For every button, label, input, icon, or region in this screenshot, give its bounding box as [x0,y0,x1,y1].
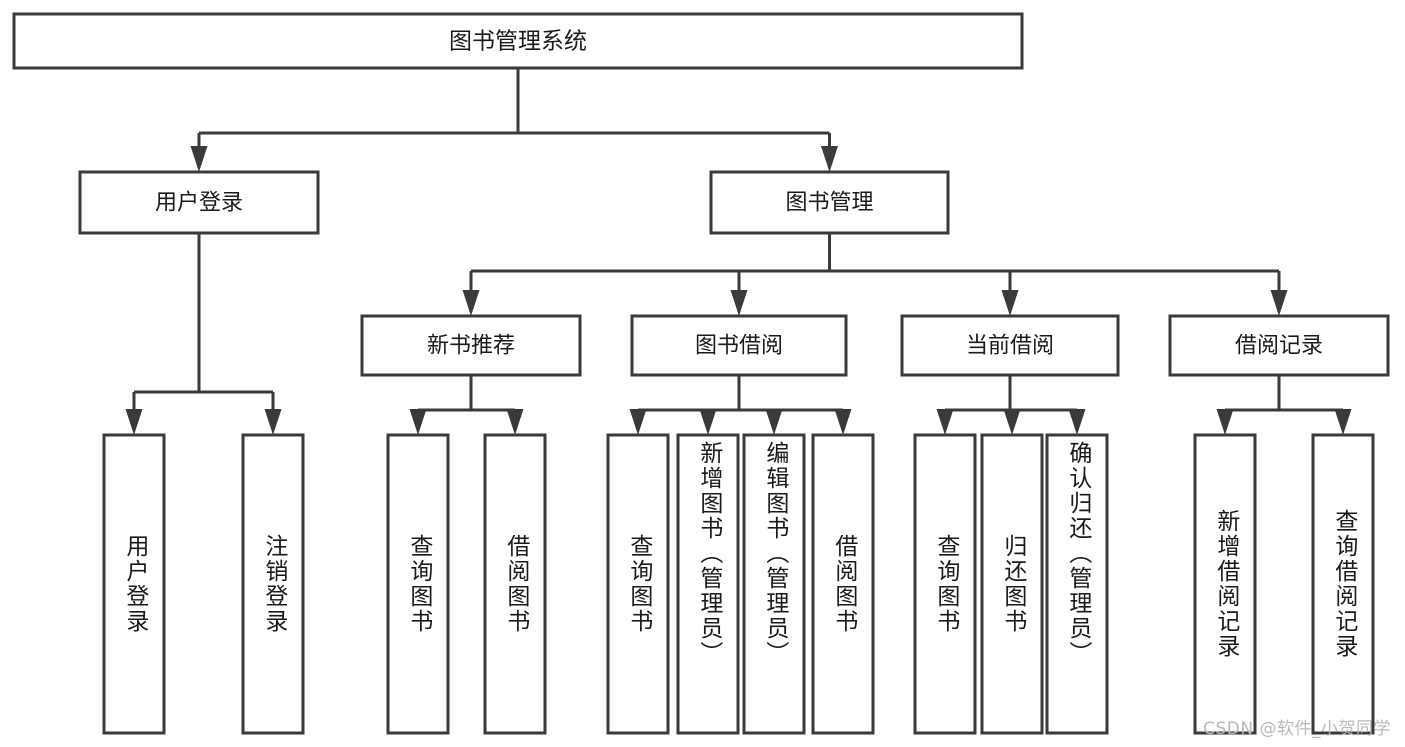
node-label-level3-2: 当前借阅 [966,334,1054,359]
node-box [1168,314,1390,377]
node-level2-1[interactable] [709,170,950,235]
node-leaf-3[interactable] [483,433,547,735]
node-leaf-10[interactable] [1045,433,1109,735]
node-box [1311,433,1375,735]
watermark-credit: CSDN @软件_小贺同学 [1203,719,1391,739]
arrow-head-icon [1003,409,1021,435]
node-level3-1[interactable] [630,314,848,377]
arrow-head-icon [125,409,143,435]
node-label-level3-3: 借阅记录 [1235,334,1323,359]
node-leaf-0[interactable] [102,433,166,735]
arrow-head-icon [1216,409,1234,435]
node-label-level2-0: 用户登录 [155,191,243,216]
node-box [980,433,1044,735]
node-box [78,170,320,235]
arrow-head-icon [1334,409,1352,435]
node-level2-0[interactable] [78,170,320,235]
arrow-head-icon [699,409,717,435]
node-box [386,433,450,735]
node-box [630,314,848,377]
connector-layer [125,68,1352,435]
node-root-0[interactable] [12,12,1024,70]
node-box [900,314,1120,377]
node-leaf-8[interactable] [913,433,977,735]
arrow-head-icon [409,409,427,435]
node-label-level2-1: 图书管理 [785,191,873,216]
node-leaf-1[interactable] [241,433,305,735]
node-label-level3-0: 新书推荐 [427,334,515,359]
node-box [676,433,740,735]
node-box [709,170,950,235]
node-box [913,433,977,735]
node-leaf-11[interactable] [1193,433,1257,735]
arrow-head-icon [821,146,838,172]
node-box-layer [12,12,1390,735]
node-leaf-12[interactable] [1311,433,1375,735]
arrow-head-icon [629,409,647,435]
arrow-head-icon [765,409,783,435]
node-box [483,433,547,735]
node-box [102,433,166,735]
node-leaf-2[interactable] [386,433,450,735]
node-box [606,433,670,735]
arrow-head-icon [1270,290,1288,316]
arrow-head-icon [936,409,954,435]
node-label-level3-1: 图书借阅 [695,334,783,359]
arrow-head-icon [506,409,524,435]
arrow-head-icon [834,409,852,435]
node-box [12,12,1024,70]
node-box [1045,433,1109,735]
arrow-head-icon [190,146,208,172]
node-leaf-7[interactable] [811,433,875,735]
node-leaf-5[interactable] [676,433,740,735]
node-box [241,433,305,735]
node-box [811,433,875,735]
node-leaf-6[interactable] [742,433,806,735]
node-box [1193,433,1257,735]
arrow-head-icon [1001,290,1019,316]
arrow-head-icon [730,290,748,316]
node-level3-2[interactable] [900,314,1120,377]
node-label-root-0: 图书管理系统 [449,29,587,55]
arrow-head-icon [462,290,480,316]
node-box [742,433,806,735]
node-box [360,314,582,377]
arrow-head-icon [264,409,282,435]
node-level3-3[interactable] [1168,314,1390,377]
node-leaf-4[interactable] [606,433,670,735]
node-level3-0[interactable] [360,314,582,377]
node-leaf-9[interactable] [980,433,1044,735]
arrow-head-icon [1068,409,1086,435]
